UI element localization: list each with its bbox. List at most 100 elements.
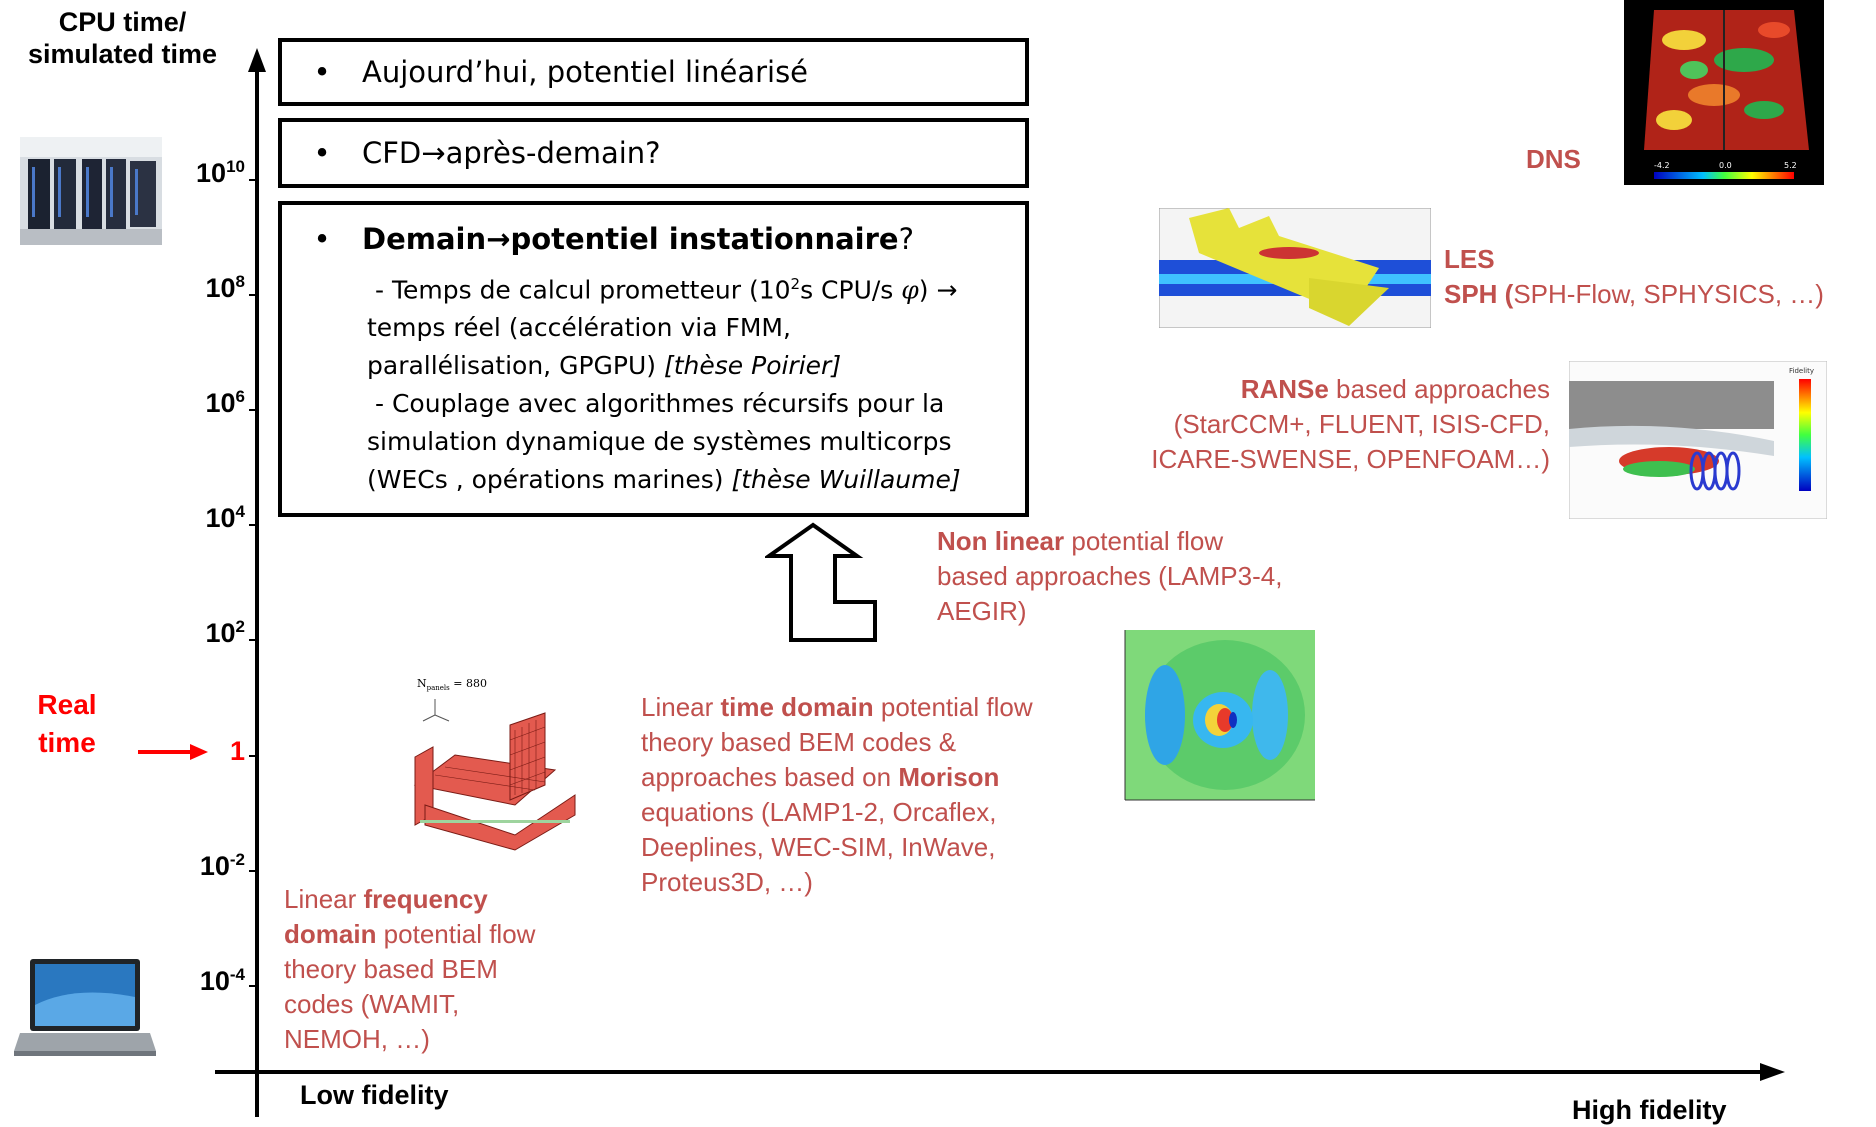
bem-mesh-image: Npanels = 880 — [413, 677, 576, 851]
td-l3-a: approaches based on — [641, 762, 899, 792]
ranse-simulation-image: Fidelity — [1569, 361, 1827, 519]
tick-1e10: 1010 — [196, 157, 245, 188]
box-tomorrow: • Demain → potentiel instationnaire ? - … — [278, 201, 1029, 517]
nonlinear-rest: potential flow — [1064, 526, 1224, 556]
td-c: potential flow — [873, 692, 1033, 722]
dns-scale-min: -4.2 — [1654, 161, 1670, 170]
nonlinear-bold: Non linear — [937, 526, 1065, 556]
tickmark — [249, 524, 257, 526]
tick-1: 1 — [229, 736, 245, 766]
td-l2: theory based BEM codes & — [641, 727, 957, 757]
ranse-l3: ICARE-SWENSE, OPENFOAM…) — [1151, 444, 1550, 474]
tomorrow-l5: simulation dynamique de systèmes multico… — [367, 427, 952, 457]
bullet: • — [313, 55, 331, 89]
td-l6: Proteus3D, …) — [641, 867, 813, 897]
bullet: • — [313, 136, 331, 170]
td-l4: equations (LAMP1-2, Orcaflex, — [641, 797, 997, 827]
cfd-text-pre: CFD — [362, 136, 422, 170]
td-bold: time domain — [720, 692, 874, 722]
tick-1e-4: 10-4 — [199, 965, 245, 996]
svg-text:Npanels = 880: Npanels = 880 — [417, 677, 487, 692]
npanels-symbol: N — [417, 677, 427, 690]
ranse-label: RANSe based approaches (StarCCM+, FLUENT… — [1100, 372, 1550, 477]
bullet: • — [313, 222, 331, 256]
arrow-icon: → — [486, 222, 511, 256]
td-l5: Deeplines, WEC-SIM, InWave, — [641, 832, 996, 862]
dns-simulation-image: -4.2 0.0 5.2 — [1624, 0, 1824, 185]
tick-1e8: 108 — [205, 272, 245, 303]
fd-l2-rest: potential flow — [376, 919, 536, 949]
ranse-bold: RANSe — [1240, 374, 1329, 404]
tomorrow-l1-a: - Temps de calcul prometteur (10 — [375, 275, 791, 305]
tomorrow-details: - Temps de calcul prometteur (102s CPU/s… — [282, 265, 1015, 499]
dns-scale-max: 5.2 — [1784, 161, 1797, 170]
npanels-value: = 880 — [450, 677, 487, 690]
tickmark — [249, 639, 257, 641]
ranse-legend-title: Fidelity — [1789, 367, 1814, 375]
ranse-l2: (StarCCM+, FLUENT, ISIS-CFD, — [1173, 409, 1550, 439]
tomorrow-l4: - Couplage avec algorithmes récursifs po… — [375, 389, 945, 419]
phi-symbol: φ — [901, 275, 919, 305]
fd-l3: theory based BEM — [284, 954, 498, 984]
sph-label: SPH ( — [1444, 279, 1514, 309]
fd-a: Linear — [284, 884, 364, 914]
cfd-text-post: après-demain? — [445, 136, 661, 170]
real-time-label: Real time — [22, 686, 112, 762]
tomorrow-l6-a: (WECs , opérations marines) — [367, 465, 732, 495]
y-axis-title-line1: CPU time/ — [58, 7, 187, 37]
y-axis-arrowhead — [248, 48, 266, 72]
tomorrow-title-a: Demain — [362, 222, 487, 256]
fd-l4: codes (WAMIT, — [284, 989, 460, 1019]
tomorrow-l3-a: parallélisation, GPGPU) — [367, 351, 664, 381]
dns-label: DNS — [1526, 144, 1581, 174]
hollow-up-arrow — [765, 522, 877, 642]
box-today: • Aujourd’hui, potentiel linéarisé — [278, 38, 1029, 106]
tickmark — [249, 755, 257, 757]
y-axis-title-line2: simulated time — [27, 39, 218, 69]
tomorrow-title-b: potentiel instationnaire — [510, 222, 899, 256]
tomorrow-l1-b: s CPU/s — [800, 275, 902, 305]
box-cfd: • CFD → après-demain? — [278, 118, 1029, 188]
ranse-rest: based approaches — [1328, 374, 1550, 404]
les-label: LES — [1444, 244, 1495, 274]
dns-scale-mid: 0.0 — [1719, 161, 1732, 170]
tickmark — [249, 294, 257, 296]
les-simulation-image — [1159, 208, 1431, 328]
fd-l2-bold: domain — [284, 919, 377, 949]
frequency-domain-label: Linear frequency domain potential flow t… — [284, 882, 535, 1057]
tick-1e-2: 10-2 — [199, 850, 245, 881]
npanels-subscript: panels — [427, 684, 451, 692]
tomorrow-l6-ref: [thèse Wuillaume] — [731, 465, 961, 495]
tomorrow-title-c: ? — [898, 222, 914, 256]
tick-1e2: 102 — [205, 617, 245, 648]
tomorrow-l1-c: ) — [918, 275, 937, 305]
potential-flow-field-image — [1124, 630, 1315, 801]
td-a: Linear — [641, 692, 721, 722]
laptop-image — [14, 959, 156, 1056]
tomorrow-l2: temps réel (accélération via FMM, — [367, 313, 791, 343]
nonlinear-l3: AEGIR) — [937, 596, 1027, 626]
arrow-icon: → — [936, 275, 958, 305]
y-axis-title: CPU time/ simulated time — [0, 6, 245, 70]
real-time-arrowhead — [190, 744, 208, 760]
nonlinear-l2: based approaches (LAMP3-4, — [937, 561, 1283, 591]
tomorrow-l3-ref: [thèse Poirier] — [663, 351, 842, 381]
arrow-icon: → — [421, 136, 446, 170]
supercomputer-image — [20, 137, 162, 245]
x-axis-arrowhead — [1760, 1063, 1785, 1081]
nonlinear-label: Non linear potential flow based approach… — [937, 524, 1282, 629]
time-domain-label: Linear time domain potential flow theory… — [641, 690, 1033, 900]
x-axis-high-label: High fidelity — [1572, 1095, 1727, 1125]
today-text: Aujourd’hui, potentiel linéarisé — [362, 55, 809, 89]
tickmark — [249, 179, 257, 181]
sph-rest: SPH-Flow, SPHYSICS, …) — [1513, 279, 1824, 309]
tick-1e4: 104 — [205, 502, 245, 533]
tickmark — [249, 409, 257, 411]
fd-bold: frequency — [363, 884, 488, 914]
real-time-line1: Real — [37, 689, 97, 720]
x-axis-low-label: Low fidelity — [300, 1080, 449, 1110]
td-l3-bold: Morison — [898, 762, 1000, 792]
fd-l5: NEMOH, …) — [284, 1024, 430, 1054]
les-sph-label: LES SPH (SPH-Flow, SPHYSICS, …) — [1444, 242, 1824, 312]
